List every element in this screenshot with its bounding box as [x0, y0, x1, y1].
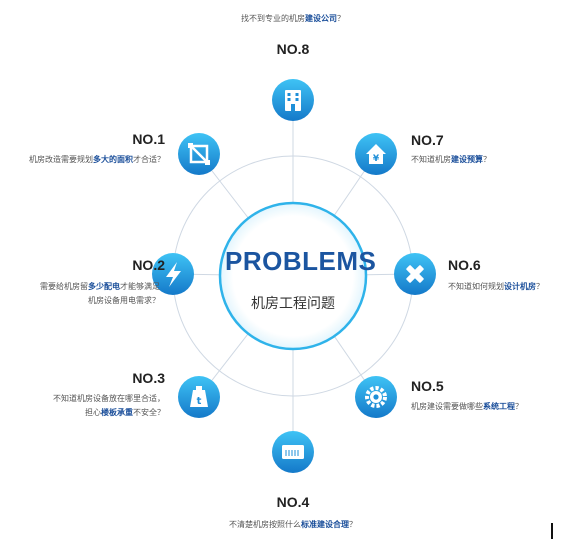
node-no1 — [178, 133, 220, 175]
no2-label: NO.2 — [132, 257, 165, 273]
server-rack-icon — [282, 445, 304, 459]
node-no3: t — [178, 376, 220, 418]
lightning-icon — [166, 262, 181, 287]
building-outline-icon — [188, 143, 210, 165]
gear-icon — [365, 386, 387, 408]
no1-label: NO.1 — [132, 131, 165, 147]
node-no6 — [394, 253, 436, 295]
node-no7: ¥ — [355, 133, 397, 175]
hub-circle — [218, 201, 368, 351]
no3-description: 不知道机房设备放在哪里合适，担心楼板承重不安全？ — [53, 394, 165, 417]
no1-description: 机房改造需要规划多大的面积才合适？ — [29, 155, 165, 164]
svg-text:t: t — [197, 396, 202, 407]
weight-icon: t — [190, 386, 208, 407]
pencil-ruler-icon — [406, 265, 424, 283]
node-no8 — [272, 79, 314, 121]
no8-description: 找不到专业的机房建设公司？ — [241, 14, 345, 23]
no4-label: NO.4 — [276, 494, 310, 510]
no7-label: NO.7 — [411, 132, 444, 148]
office-building-icon — [285, 90, 301, 111]
text-cursor — [551, 523, 553, 539]
hub-title: PROBLEMS — [225, 246, 377, 276]
svg-text:¥: ¥ — [373, 154, 380, 164]
no5-description: 机房建设需要做哪些系统工程？ — [411, 402, 523, 411]
node-no5 — [355, 376, 397, 418]
no7-description: 不知道机房建设预算？ — [411, 155, 491, 164]
hub-subtitle: 机房工程问题 — [251, 296, 335, 312]
no4-description: 不清楚机房按照什么标准建设合理？ — [229, 520, 357, 529]
no8-label: NO.8 — [276, 41, 310, 57]
home-yen-icon: ¥ — [366, 144, 386, 164]
no3-label: NO.3 — [132, 370, 165, 386]
node-no2 — [152, 253, 194, 295]
no2-description: 需要给机房留多少配电才能够满足机房设备用电需求？ — [40, 282, 160, 305]
no6-label: NO.6 — [448, 257, 481, 273]
no5-label: NO.5 — [411, 378, 444, 394]
node-no4 — [272, 431, 314, 473]
no6-description: 不知道如何规划设计机房？ — [448, 282, 544, 291]
